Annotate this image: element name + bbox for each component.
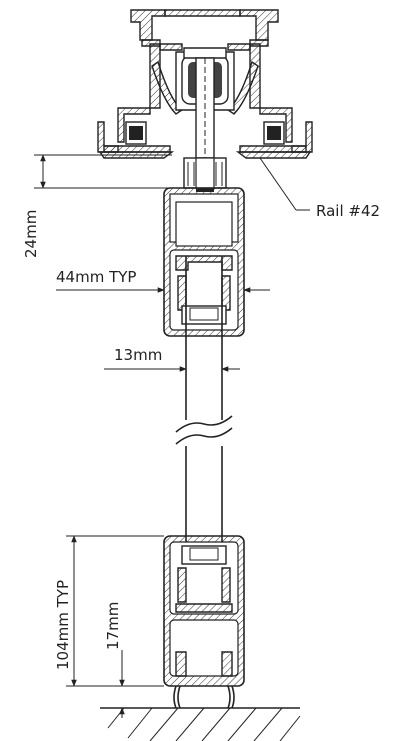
top-track xyxy=(97,9,313,189)
bottom-door-rail xyxy=(163,535,245,709)
dim-top-gap: 24mm xyxy=(22,154,172,258)
bottom-gap-label: 17mm xyxy=(104,602,122,650)
dim-glass: 13mm xyxy=(104,346,240,372)
dim-bottom-gap: 17mm xyxy=(104,602,164,718)
glass-label: 13mm xyxy=(114,346,162,364)
top-door-rail xyxy=(163,187,245,337)
bottom-rail-label: 104mm TYP xyxy=(54,580,72,670)
dim-frame-width: 44mm TYP xyxy=(56,268,270,293)
top-gap-label: 24mm xyxy=(22,210,40,258)
rail-label: Rail #42 xyxy=(316,202,380,220)
frame-width-label: 44mm TYP xyxy=(56,268,136,286)
dim-rail-callout: Rail #42 xyxy=(259,157,380,220)
floor xyxy=(100,707,301,741)
dim-bottom-rail: 104mm TYP xyxy=(54,535,164,687)
